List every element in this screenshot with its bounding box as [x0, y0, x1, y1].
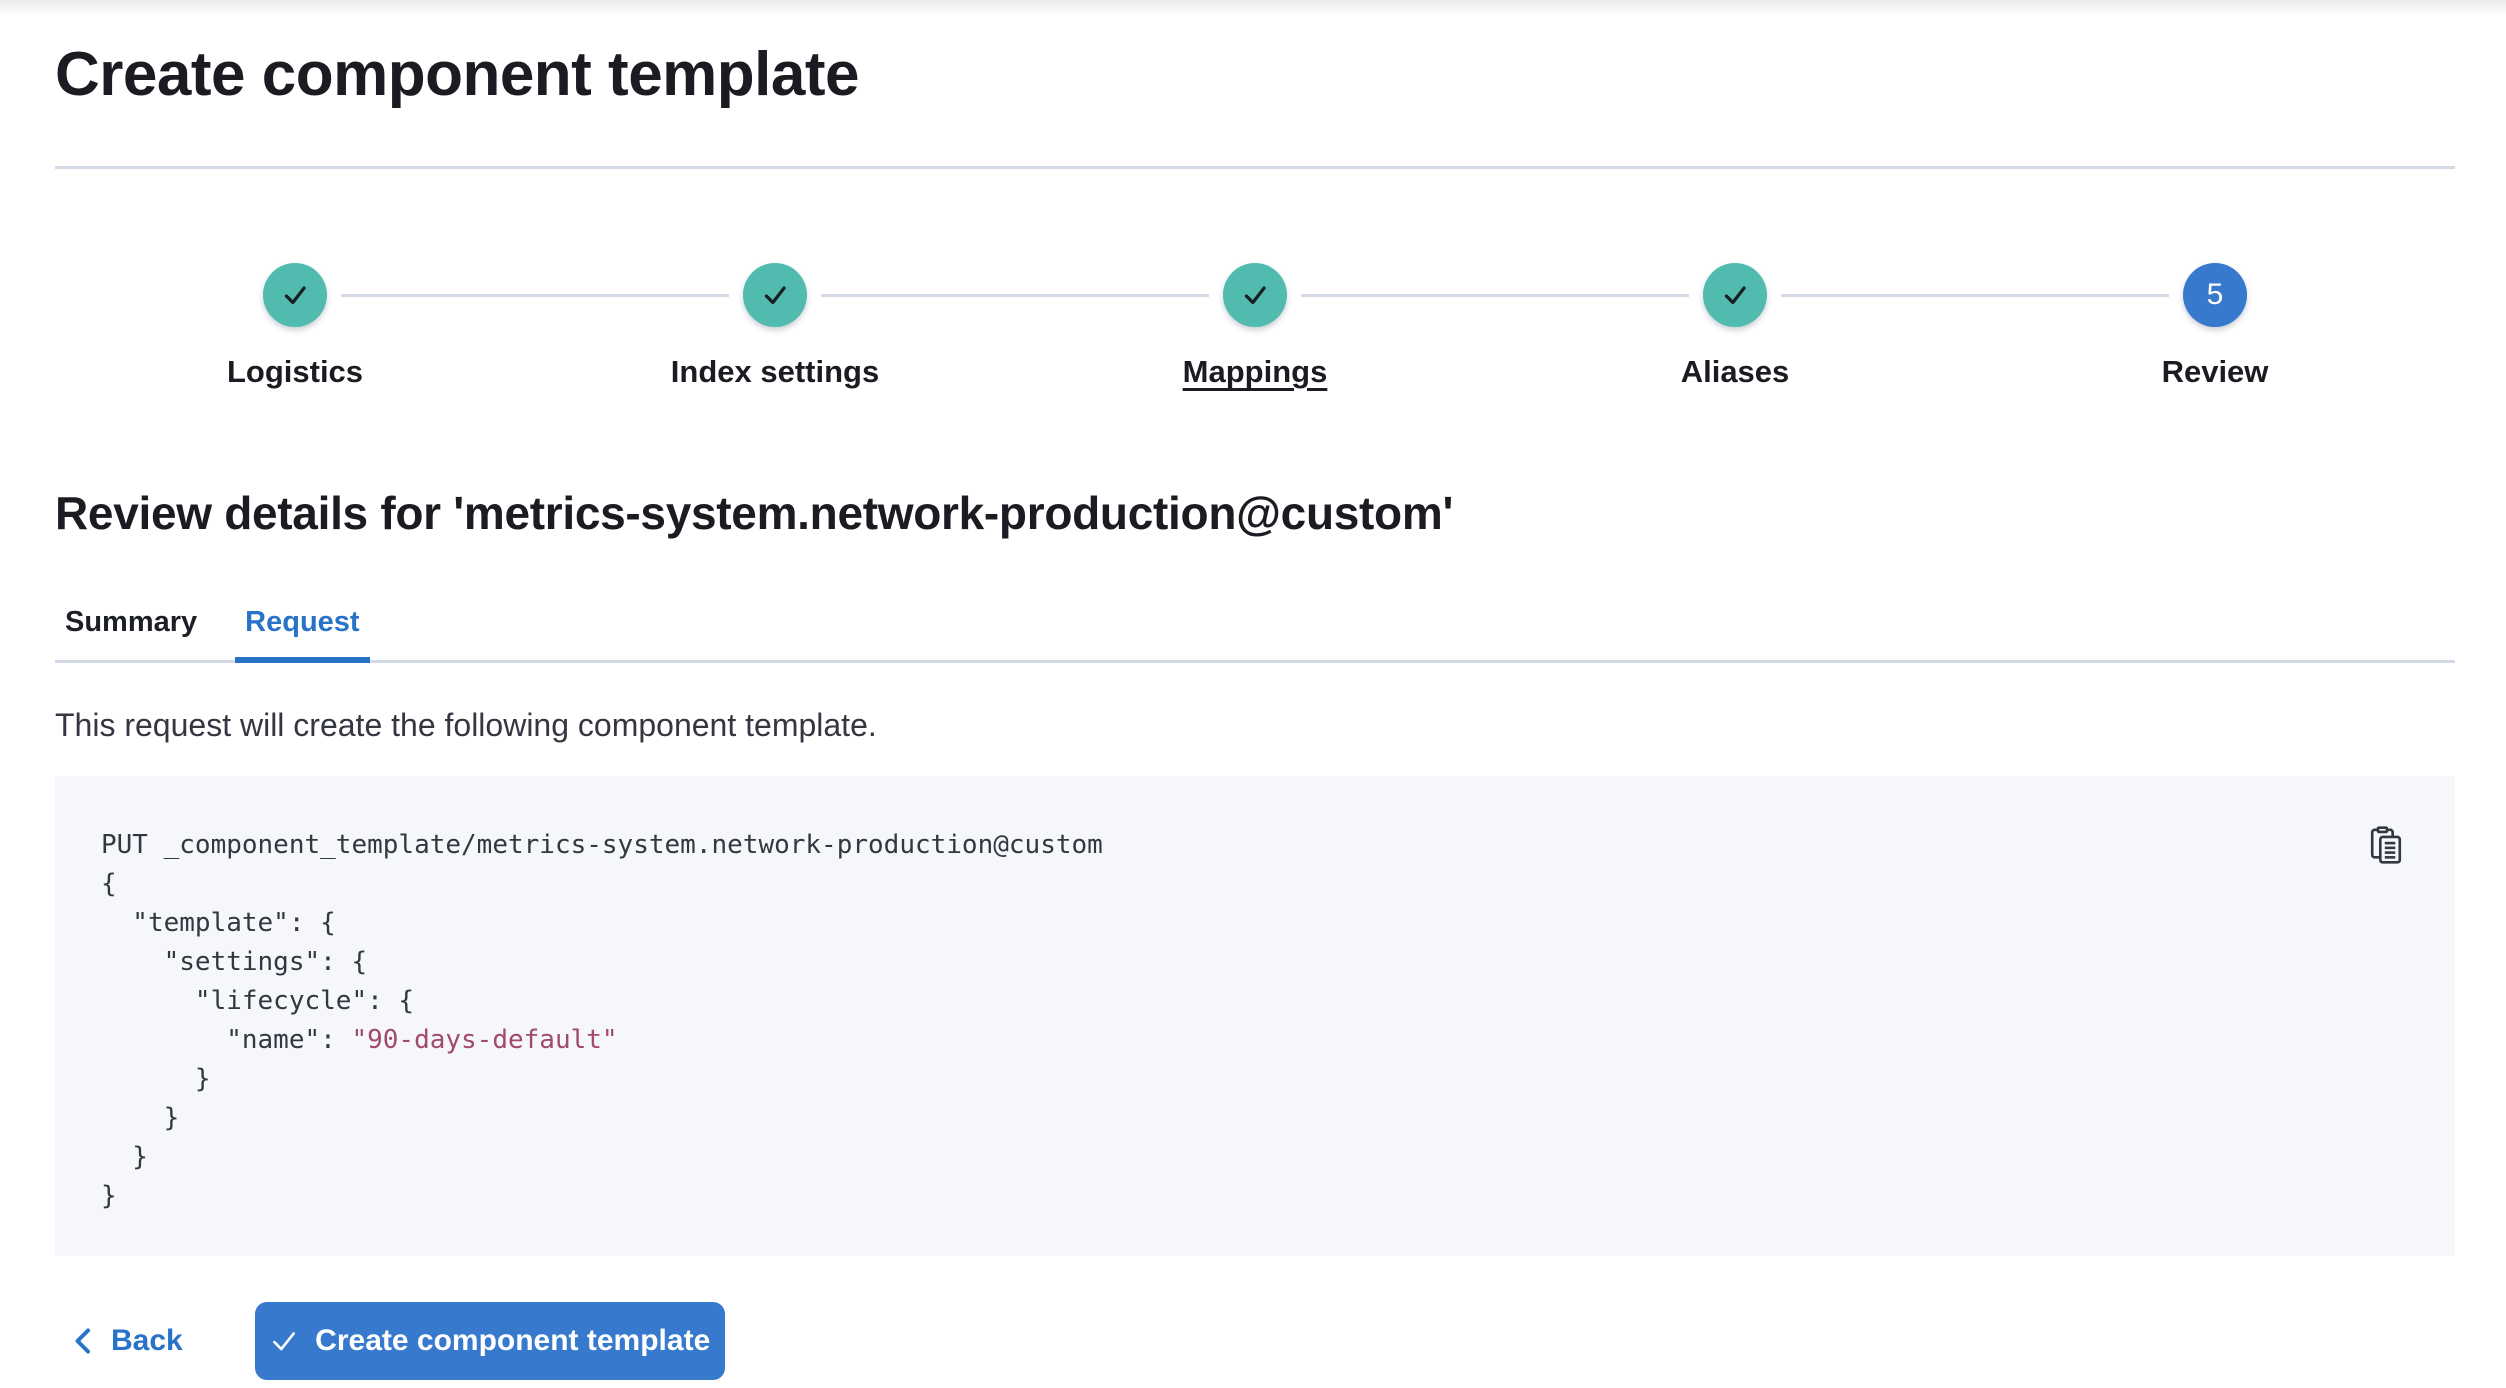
code-line: } — [101, 1060, 2409, 1099]
request-description: This request will create the following c… — [55, 707, 877, 743]
create-component-template-button[interactable]: Create component template — [254, 1302, 725, 1380]
review-heading: Review details for 'metrics-system.netwo… — [55, 487, 1454, 539]
code-token: PUT _component_template/metrics-system.n… — [101, 830, 1103, 860]
code-block: PUT _component_template/metrics-system.n… — [55, 776, 2455, 1256]
step-connector — [1975, 294, 2169, 297]
code-line: } — [101, 1177, 2409, 1216]
tab-summary[interactable]: Summary — [55, 596, 207, 663]
step-label[interactable]: Mappings — [1182, 354, 1328, 389]
step-complete-circle[interactable] — [1703, 263, 1767, 327]
code-line: "lifecycle": { — [101, 982, 2409, 1021]
step-track — [535, 263, 1015, 327]
step-track — [1495, 263, 1975, 327]
code-token: } — [101, 1103, 180, 1133]
step-connector — [535, 294, 729, 297]
step-track — [1015, 263, 1495, 327]
code-token: "template": { — [101, 908, 336, 938]
code-token: "settings": { — [101, 947, 368, 977]
code-token: } — [101, 1181, 117, 1211]
step-track: 5 — [1975, 263, 2455, 327]
code-string-token: "90-days-default" — [351, 1025, 618, 1055]
copy-clipboard-icon — [2370, 826, 2402, 864]
step-complete-circle[interactable] — [1223, 263, 1287, 327]
code-content: PUT _component_template/metrics-system.n… — [101, 826, 2409, 1216]
page-title: Create component template — [55, 40, 860, 109]
code-line: "template": { — [101, 904, 2409, 943]
step-connector — [1781, 294, 1975, 297]
code-token: } — [101, 1142, 148, 1172]
wizard-footer: Back Create component template — [55, 1302, 2455, 1380]
title-divider — [55, 166, 2455, 169]
step-connector — [1301, 294, 1495, 297]
code-token: "name": — [101, 1025, 352, 1055]
step-label[interactable]: Review — [2161, 354, 2269, 389]
code-line: "settings": { — [101, 943, 2409, 982]
check-icon — [284, 286, 306, 305]
code-line: PUT _component_template/metrics-system.n… — [101, 826, 2409, 865]
step-connector — [1495, 294, 1689, 297]
step-complete-circle[interactable] — [743, 263, 807, 327]
tabs: Summary Request — [55, 596, 2455, 663]
step-label[interactable]: Logistics — [226, 354, 364, 389]
step-connector — [821, 294, 1015, 297]
step-number-circle[interactable]: 5 — [2183, 263, 2247, 327]
code-line: { — [101, 865, 2409, 904]
check-icon — [764, 286, 786, 305]
step-complete-circle[interactable] — [263, 263, 327, 327]
step-track — [55, 263, 535, 327]
code-line: "name": "90-days-default" — [101, 1021, 2409, 1060]
code-token: } — [101, 1064, 211, 1094]
step-connector — [341, 294, 535, 297]
create-button-label: Create component template — [315, 1324, 711, 1357]
tab-request[interactable]: Request — [235, 596, 370, 663]
chevron-left-icon — [75, 1328, 91, 1354]
page-top-shadow — [0, 0, 2506, 16]
stepper-step-mappings[interactable]: Mappings — [1015, 263, 1495, 390]
stepper-step-index-settings[interactable]: Index settings — [535, 263, 1015, 390]
step-connector — [1015, 294, 1209, 297]
code-line: } — [101, 1099, 2409, 1138]
step-label[interactable]: Index settings — [670, 354, 880, 389]
copy-to-clipboard-button[interactable] — [2367, 826, 2405, 864]
create-component-template-page: Create component template Logistics Index… — [55, 0, 2455, 1380]
code-line: } — [101, 1138, 2409, 1177]
back-button[interactable]: Back — [55, 1303, 197, 1379]
code-token: { — [101, 869, 117, 899]
check-icon — [1244, 286, 1266, 305]
check-icon — [1724, 286, 1746, 305]
stepper-step-aliases[interactable]: Aliases — [1495, 263, 1975, 390]
check-icon — [273, 1332, 296, 1351]
code-token: "lifecycle": { — [101, 986, 415, 1016]
stepper-step-logistics[interactable]: Logistics — [55, 263, 535, 390]
step-label[interactable]: Aliases — [1680, 354, 1790, 389]
back-button-label: Back — [111, 1324, 183, 1357]
